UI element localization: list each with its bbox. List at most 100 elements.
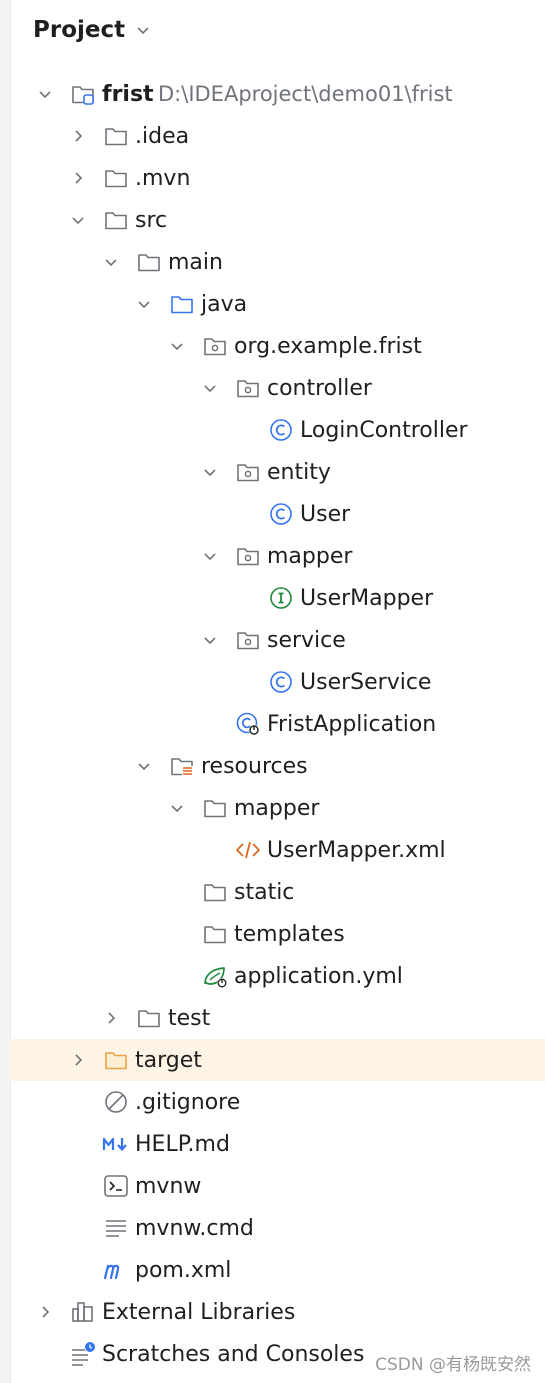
chevron-down-icon[interactable]: [202, 619, 220, 661]
class-icon: [267, 493, 295, 535]
tree-node-label: .idea: [135, 123, 190, 149]
chevron-down-icon[interactable]: [135, 22, 151, 38]
module-path: D:\IDEAproject\demo01\frist: [158, 82, 453, 106]
tree-node-gitignore[interactable]: .gitignore: [10, 1081, 545, 1123]
class-icon: [267, 661, 295, 703]
tree-node-pom-xml[interactable]: pom.xml: [10, 1249, 545, 1291]
tree-node-label: UserService: [300, 669, 432, 695]
project-tree: frist D:\IDEAproject\demo01\frist .idea …: [10, 73, 545, 1375]
tree-node-main[interactable]: main: [10, 241, 545, 283]
tree-node-mvn[interactable]: .mvn: [10, 157, 545, 199]
tree-node-resources[interactable]: resources: [10, 745, 545, 787]
tree-node-label: entity: [267, 459, 331, 485]
chevron-down-icon[interactable]: [169, 325, 187, 367]
tree-node-login-controller[interactable]: LoginController: [10, 409, 545, 451]
watermark: CSDN @有杨既安然: [375, 1355, 531, 1375]
scratches-icon: [69, 1333, 97, 1375]
project-view-header[interactable]: Project: [33, 14, 151, 46]
chevron-down-icon[interactable]: [136, 283, 154, 325]
folder-icon: [102, 115, 130, 157]
class-icon: [267, 409, 295, 451]
chevron-down-icon[interactable]: [70, 199, 88, 241]
tree-node-mvnw[interactable]: mvnw: [10, 1165, 545, 1207]
tree-node-label: .gitignore: [135, 1089, 241, 1115]
chevron-down-icon[interactable]: [202, 535, 220, 577]
chevron-right-icon[interactable]: [70, 157, 88, 199]
tree-node-scratches[interactable]: Scratches and Consoles: [10, 1333, 545, 1375]
tree-node-label: UserMapper.xml: [267, 837, 446, 863]
xml-file-icon: [234, 829, 262, 871]
chevron-right-icon[interactable]: [103, 997, 121, 1039]
chevron-down-icon[interactable]: [169, 787, 187, 829]
tree-node-label: Scratches and Consoles: [102, 1341, 365, 1367]
chevron-down-icon[interactable]: [136, 745, 154, 787]
tree-node-resources-mapper[interactable]: mapper: [10, 787, 545, 829]
interface-icon: [267, 577, 295, 619]
tree-node-label: mapper: [234, 795, 320, 821]
tree-node-mapper-package[interactable]: mapper: [10, 535, 545, 577]
spring-config-icon: [201, 955, 229, 997]
tree-node-entity[interactable]: entity: [10, 451, 545, 493]
package-icon: [234, 451, 262, 493]
tree-node-external-libraries[interactable]: External Libraries: [10, 1291, 545, 1333]
package-icon: [234, 619, 262, 661]
source-root-folder-icon: [168, 283, 196, 325]
tree-node-label: User: [300, 501, 351, 527]
tree-node-help-md[interactable]: HELP.md: [10, 1123, 545, 1165]
tree-node-label: java: [201, 291, 248, 317]
chevron-right-icon[interactable]: [70, 1039, 88, 1081]
tree-node-service[interactable]: service: [10, 619, 545, 661]
tree-node-label: mapper: [267, 543, 353, 569]
tree-node-label: application.yml: [234, 963, 403, 989]
tree-node-label: templates: [234, 921, 345, 947]
resources-folder-icon: [168, 745, 196, 787]
tree-node-label: LoginController: [300, 417, 468, 443]
tree-node-label: org.example.frist: [234, 333, 422, 359]
tree-node-user-mapper-xml[interactable]: UserMapper.xml: [10, 829, 545, 871]
ignore-file-icon: [102, 1081, 130, 1123]
tree-node-idea[interactable]: .idea: [10, 115, 545, 157]
tree-node-src[interactable]: src: [10, 199, 545, 241]
chevron-right-icon[interactable]: [37, 1291, 55, 1333]
folder-icon: [201, 787, 229, 829]
tree-node-mvnw-cmd[interactable]: mvnw.cmd: [10, 1207, 545, 1249]
tree-node-frist[interactable]: frist D:\IDEAproject\demo01\frist: [10, 73, 545, 115]
tree-node-controller[interactable]: controller: [10, 367, 545, 409]
maven-icon: [102, 1249, 130, 1291]
folder-icon: [102, 157, 130, 199]
tree-node-package-root[interactable]: org.example.frist: [10, 325, 545, 367]
tree-node-label: External Libraries: [102, 1299, 296, 1325]
text-file-icon: [102, 1207, 130, 1249]
tree-node-static[interactable]: static: [10, 871, 545, 913]
chevron-down-icon[interactable]: [37, 73, 55, 115]
folder-icon: [201, 871, 229, 913]
package-icon: [201, 325, 229, 367]
tree-node-test[interactable]: test: [10, 997, 545, 1039]
module-folder-icon: [69, 73, 97, 115]
tree-node-templates[interactable]: templates: [10, 913, 545, 955]
shell-script-icon: [102, 1165, 130, 1207]
spring-boot-class-icon: [234, 703, 262, 745]
tree-node-label: HELP.md: [135, 1131, 230, 1157]
tree-node-label: resources: [201, 753, 308, 779]
tree-node-frist-application[interactable]: FristApplication: [10, 703, 545, 745]
folder-icon: [135, 997, 163, 1039]
tree-node-label: pom.xml: [135, 1257, 232, 1283]
tree-node-target[interactable]: target: [10, 1039, 545, 1081]
tree-node-application-yml[interactable]: application.yml: [10, 955, 545, 997]
tree-node-label: src: [135, 207, 168, 233]
tree-node-label: test: [168, 1005, 211, 1031]
tree-node-label: frist: [102, 81, 154, 107]
chevron-down-icon[interactable]: [202, 451, 220, 493]
tree-node-java[interactable]: java: [10, 283, 545, 325]
tree-node-label: controller: [267, 375, 372, 401]
chevron-right-icon[interactable]: [70, 115, 88, 157]
tree-node-user-mapper[interactable]: UserMapper: [10, 577, 545, 619]
tree-node-user-service[interactable]: UserService: [10, 661, 545, 703]
chevron-down-icon[interactable]: [202, 367, 220, 409]
tree-node-user[interactable]: User: [10, 493, 545, 535]
project-view-title: Project: [33, 17, 126, 43]
chevron-down-icon[interactable]: [103, 241, 121, 283]
package-icon: [234, 367, 262, 409]
tree-node-label: FristApplication: [267, 711, 437, 737]
